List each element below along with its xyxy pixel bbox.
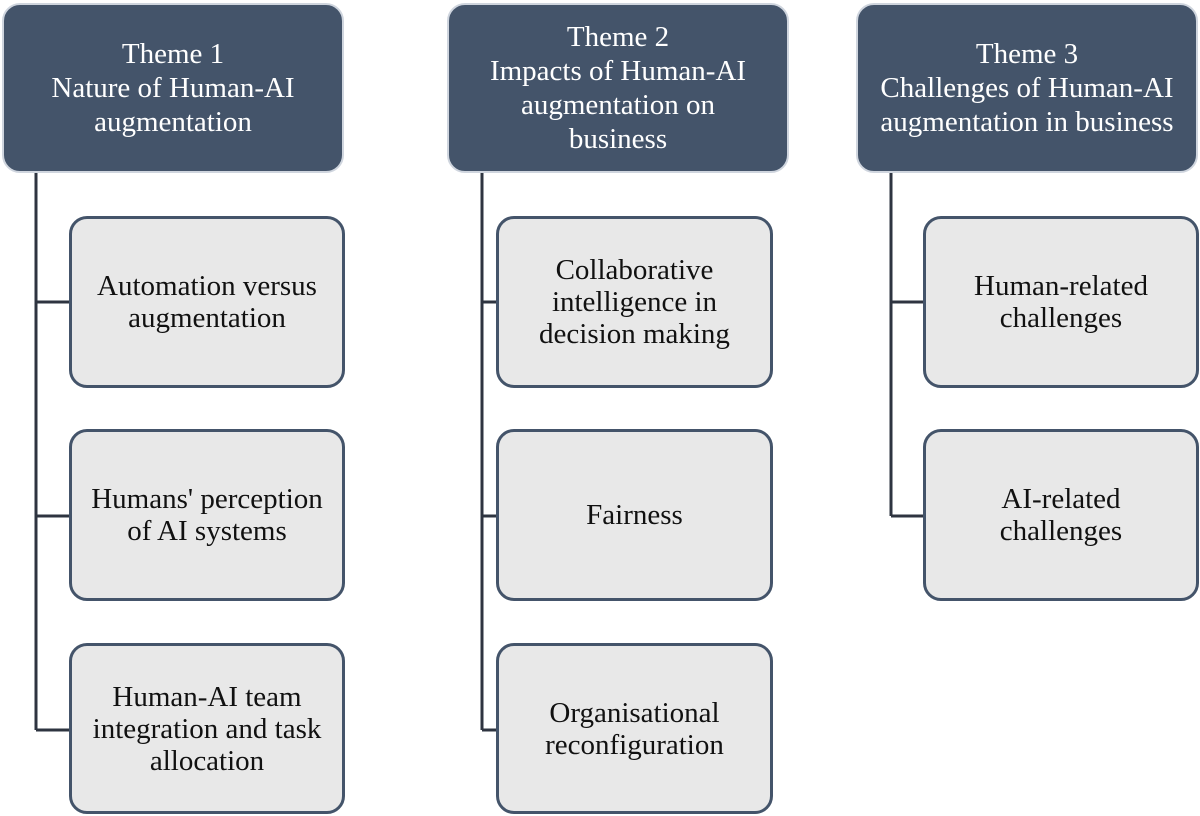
theme-2-subtheme-fairness: Fairness bbox=[496, 429, 773, 601]
theme-3-title: Theme 3 bbox=[975, 38, 1079, 70]
theme-2-subtheme-reconfiguration: Organisational reconfiguration bbox=[496, 643, 773, 814]
theme-3-description: Challenges of Human-AI augmentation in b… bbox=[880, 72, 1174, 138]
theme-1-subtheme-automation: Automation versus augmentation bbox=[69, 216, 345, 388]
theme-2-box: Theme 2 Impacts of Human-AI augmentation… bbox=[447, 3, 789, 173]
theme-2-title: Theme 2 bbox=[566, 21, 670, 53]
theme-3-subtheme-human-related: Human-related challenges bbox=[923, 216, 1199, 388]
theme-3-box: Theme 3 Challenges of Human-AI augmentat… bbox=[856, 3, 1198, 173]
theme-1-box: Theme 1 Nature of Human-AI augmentation bbox=[2, 3, 344, 173]
theme-1-subtheme-perception: Humans' perception of AI systems bbox=[69, 429, 345, 601]
theme-1-title: Theme 1 bbox=[121, 38, 225, 70]
theme-3-subtheme-ai-related: AI-related challenges bbox=[923, 429, 1199, 601]
theme-2-subtheme-collaborative-intelligence: Collaborative intelligence in decision m… bbox=[496, 216, 773, 388]
theme-2-description: Impacts of Human-AI augmentation on busi… bbox=[489, 55, 747, 155]
theme-1-subtheme-team-integration: Human-AI team integration and task alloc… bbox=[69, 643, 345, 814]
theme-1-description: Nature of Human-AI augmentation bbox=[51, 72, 295, 138]
